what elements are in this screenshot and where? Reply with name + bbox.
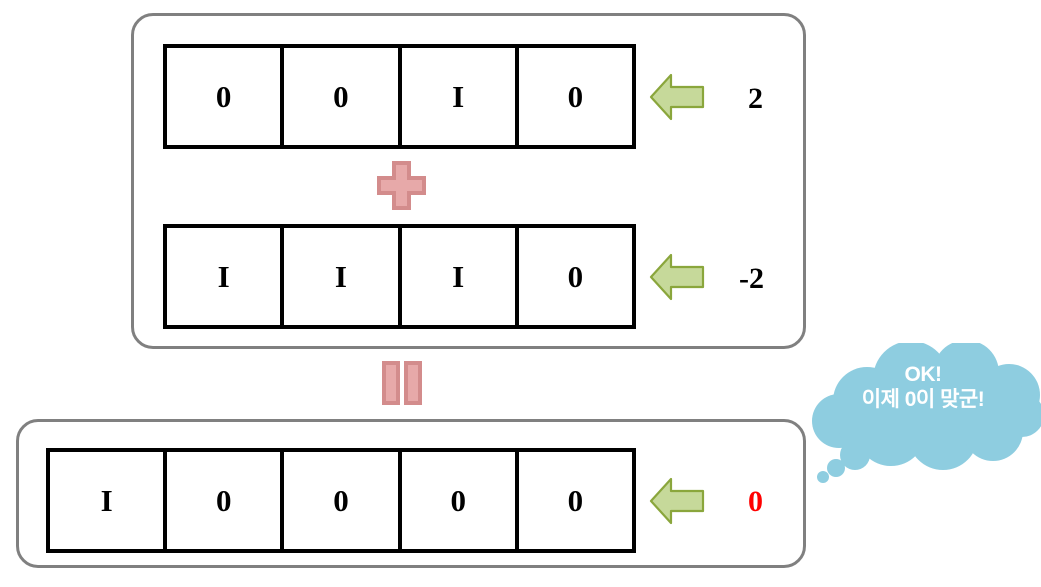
row-value-top: 2 — [748, 82, 763, 115]
bit-cell[interactable]: I — [402, 48, 519, 145]
bit-cell[interactable]: I — [284, 228, 402, 325]
sum-row: I 0 0 0 0 — [46, 448, 636, 553]
bit-cell[interactable]: 0 — [284, 452, 402, 549]
bit-cell[interactable]: 0 — [284, 48, 402, 145]
thought-cloud-text: OK! 이제 0이 맞군! — [861, 363, 985, 411]
bit-cell[interactable]: 0 — [567, 79, 584, 114]
bit-cell[interactable]: 0 — [167, 48, 285, 145]
bit-cell[interactable]: 0 — [167, 452, 285, 549]
bit-cell[interactable]: I — [167, 228, 285, 325]
addend-row-top: 0 0 I 0 — [163, 44, 636, 149]
addend-row-bottom: I I I 0 — [163, 224, 636, 329]
arrow-left-icon — [649, 73, 705, 121]
equals-icon — [382, 361, 422, 405]
thought-cloud-icon — [812, 343, 1041, 483]
bit-cell[interactable]: I — [402, 228, 519, 325]
bit-cell[interactable]: I — [50, 452, 168, 549]
arrow-left-icon — [649, 253, 705, 301]
bit-cell[interactable]: 0 — [567, 259, 584, 294]
bit-cell[interactable]: 0 — [402, 452, 519, 549]
row-value-sum: 0 — [748, 485, 763, 518]
bit-cell[interactable]: 0 — [567, 483, 584, 518]
arrow-left-icon — [649, 477, 705, 525]
plus-icon — [377, 161, 426, 210]
row-value-bottom: -2 — [739, 262, 764, 295]
